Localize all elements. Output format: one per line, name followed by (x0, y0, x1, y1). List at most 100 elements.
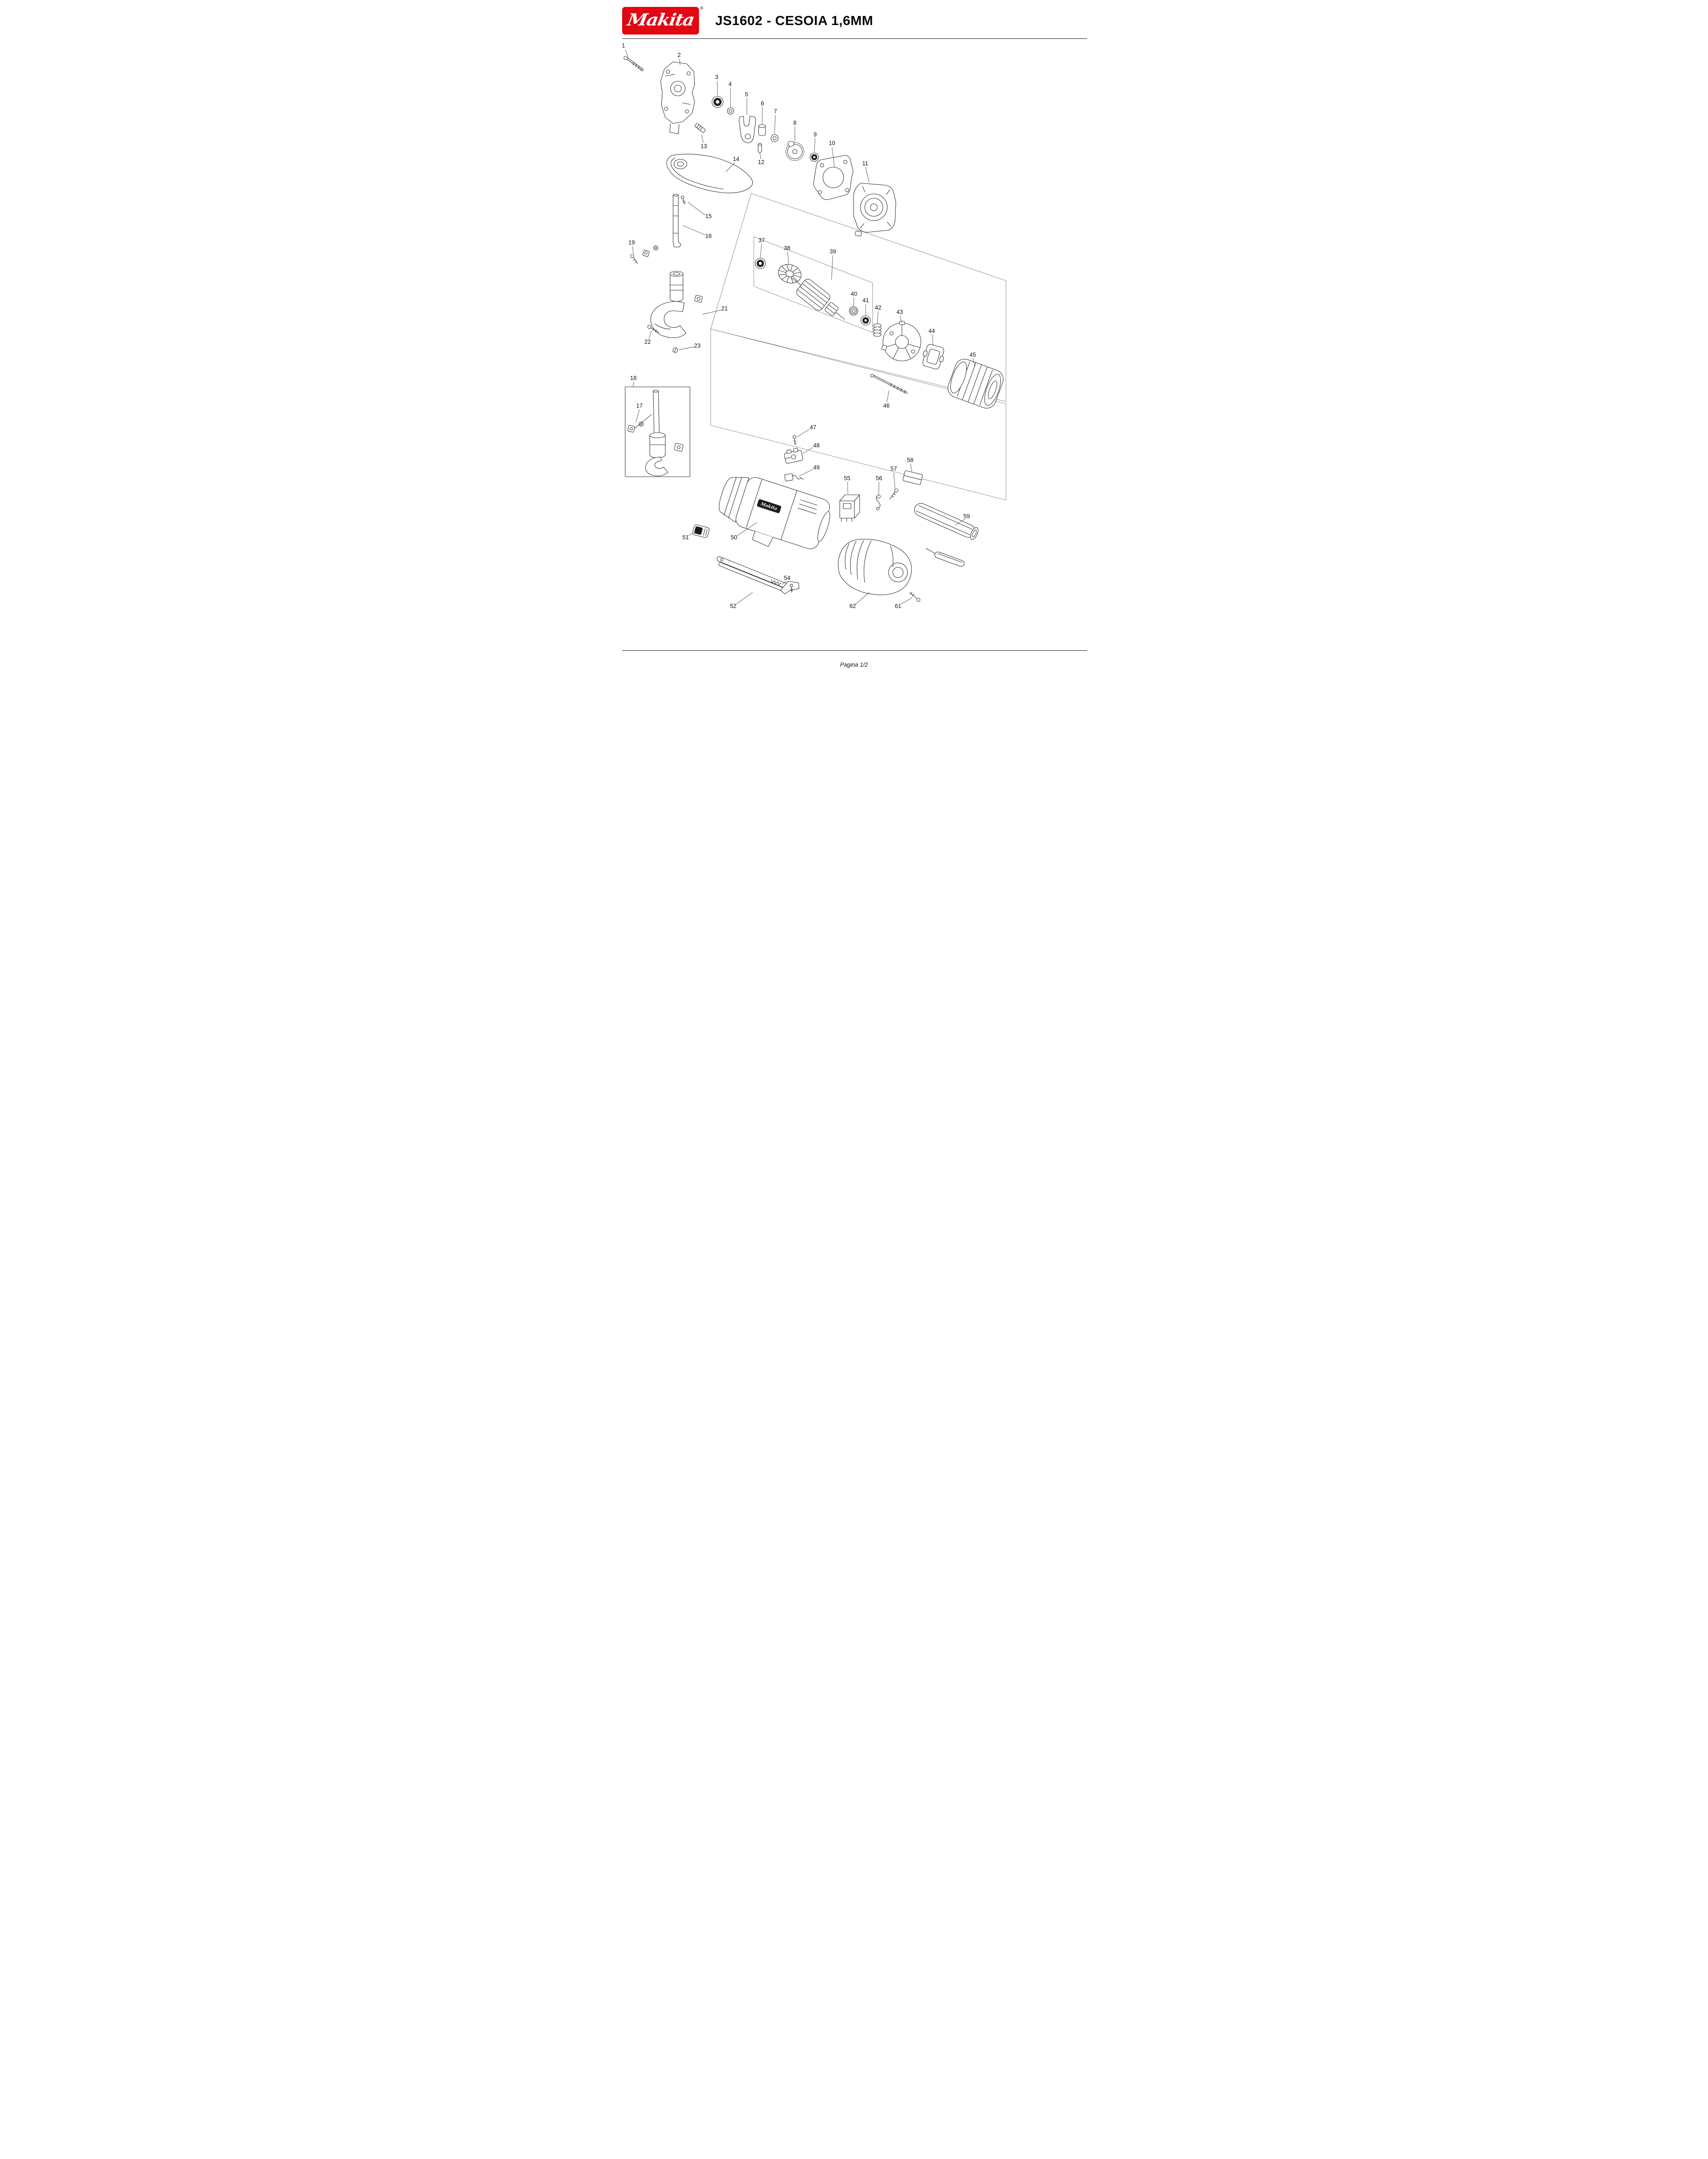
callout-leader-line (682, 225, 705, 235)
part-61-screw (909, 592, 920, 602)
callout-leader-line (648, 330, 652, 339)
part-15-screw (680, 195, 686, 205)
part-number-label: 58 (907, 457, 913, 463)
part-number-label: 8 (793, 120, 797, 126)
part-10-gasket (813, 155, 853, 200)
part-number-label: 51 (682, 534, 689, 541)
callout-leader-line (636, 409, 639, 423)
callout-leader-line (759, 152, 761, 159)
callout-leader-line (702, 310, 721, 315)
callout-leader-line (900, 315, 901, 323)
part-12-pin (757, 143, 762, 153)
part-number-label: 5 (745, 91, 748, 98)
callout-leader-line (687, 202, 705, 215)
part-16-holder-rod (672, 194, 681, 247)
part-number-label: 3 (715, 74, 718, 80)
part-9-bearing (809, 152, 819, 162)
part-number-label: 45 (969, 351, 976, 358)
group-18-assembled-head (624, 386, 690, 477)
callout-leader-line (760, 244, 762, 258)
callout-leader-line (633, 381, 634, 387)
callout-leader-line (901, 597, 912, 605)
part-number-label: 2 (677, 52, 681, 58)
registered-trademark: ® (700, 6, 703, 11)
callout-leader-line (893, 472, 895, 489)
part-4-washer (727, 107, 734, 115)
callout-leader-line (855, 592, 869, 605)
part-55-switch (839, 494, 860, 522)
part-54-spring-and-screw (771, 579, 793, 593)
part-56-lock-lever (876, 494, 881, 510)
callout-leader-line (781, 581, 786, 585)
part-45-field-coil (947, 359, 1003, 408)
part-40-spacer (848, 306, 858, 316)
part-number-label: 57 (890, 465, 897, 472)
makita-logo: Makita (622, 7, 699, 35)
callout-leader-line (798, 469, 813, 477)
page-number-label: Pagina 1/2 (840, 662, 868, 668)
callout-leader-line (787, 251, 789, 265)
part-number-label: 43 (896, 309, 903, 315)
part-14-guard (666, 154, 753, 193)
part-46-long-screw (870, 374, 908, 394)
part-number-label: 44 (928, 328, 935, 334)
part-number-label: 7 (774, 108, 777, 114)
part-5-yoke (738, 116, 756, 143)
part-8-gear (785, 141, 804, 161)
part-number-label: 46 (883, 402, 889, 409)
part-58-terminal-block (902, 470, 923, 485)
part-number-label: 21 (721, 305, 727, 312)
callout-leader-line (886, 390, 889, 403)
part-42-rubber-sleeve (873, 323, 882, 337)
callout-leader-line (803, 447, 813, 454)
part-number-label: 15 (705, 213, 712, 219)
part-39-armature (791, 278, 845, 320)
part-number-label: 9 (813, 131, 817, 138)
callout-leader-line (865, 167, 869, 183)
callout-leader-line (973, 358, 975, 367)
part-number-label: 10 (829, 140, 835, 146)
part-48-brush-holder (784, 448, 803, 464)
part-number-label: 1 (622, 42, 625, 49)
callout-leader-line (701, 134, 703, 143)
part-44-insulating-plate (922, 344, 944, 370)
part-37-bearing (754, 258, 766, 269)
part-50-motor-housing: Makita (718, 477, 830, 549)
callout-leader-line (910, 463, 912, 472)
part-number-label: 61 (895, 603, 901, 609)
callout-leader-line (737, 522, 757, 536)
part-2-gear-housing (660, 61, 695, 134)
part-number-label: 56 (876, 475, 882, 481)
part-21-shear-head (650, 271, 703, 338)
callout-leader-line (797, 429, 810, 437)
part-number-label: 49 (813, 464, 819, 471)
callout-layer: 1234567891011121314151619212223181737383… (622, 42, 976, 609)
group-outline-boxes (710, 193, 1006, 500)
part-number-label: 37 (758, 237, 765, 244)
part-number-label: 55 (844, 475, 850, 481)
part-51-slide-button (692, 524, 709, 538)
part-6-sleeve (758, 124, 766, 136)
part-41-bearing (860, 315, 871, 326)
part-number-label: 39 (829, 248, 836, 255)
callout-leader-line (625, 49, 628, 57)
page-title: JS1602 - CESOIA 1,6MM (715, 13, 873, 28)
part-number-label: 42 (875, 304, 881, 311)
header-divider (622, 38, 1087, 39)
part-number-label: 19 (628, 239, 635, 246)
part-number-label: 38 (784, 245, 790, 251)
part-number-label: 23 (694, 342, 700, 349)
part-number-label: 6 (761, 100, 764, 107)
callout-leader-line (725, 162, 735, 172)
part-38-fan (778, 264, 801, 284)
part-number-label: 48 (813, 442, 819, 449)
callout-leader-line (679, 346, 694, 350)
footer-divider (622, 650, 1087, 651)
part-23-grub-screw (672, 347, 678, 353)
part-62-motor-cover (838, 539, 912, 595)
cord-guard (925, 548, 965, 567)
part-number-label: 54 (784, 575, 791, 581)
part-number-label: 52 (730, 603, 736, 609)
callout-leader-line (932, 334, 933, 346)
part-number-label: 47 (810, 424, 816, 431)
